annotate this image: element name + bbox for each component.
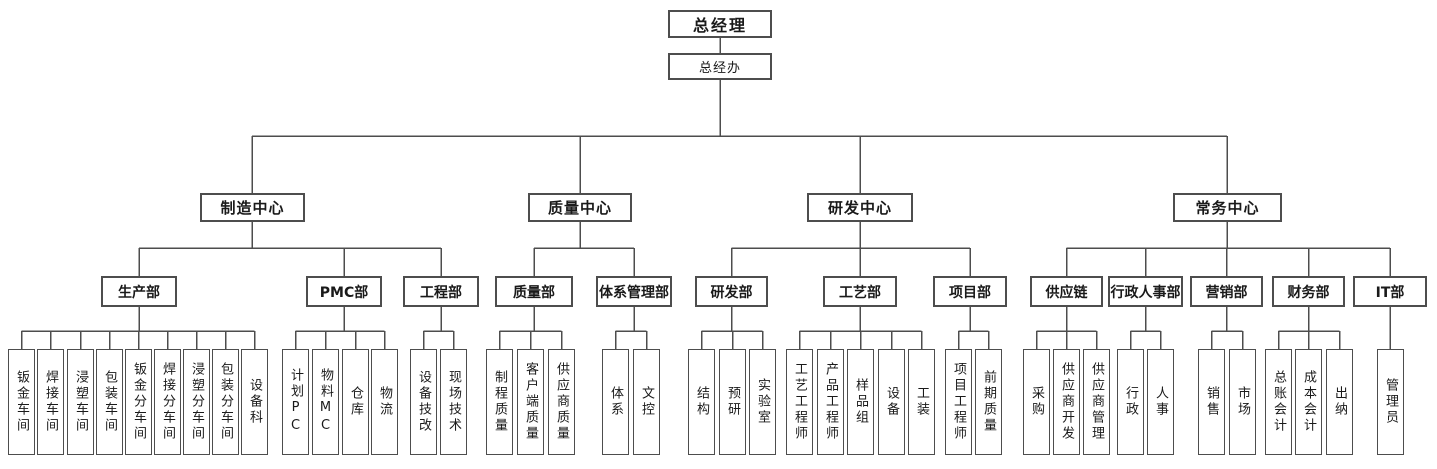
leaf-box: 采购	[1023, 349, 1050, 455]
center-box-quality: 质量中心	[528, 193, 632, 222]
leaf-box: 包装分车间	[212, 349, 239, 455]
leaf-box: 现场技术	[440, 349, 467, 455]
leaf-box: 出纳	[1326, 349, 1353, 455]
leaf-box: 仓库	[342, 349, 369, 455]
leaf-box: 供应商质量	[548, 349, 575, 455]
leaf-box: 成本会计	[1295, 349, 1322, 455]
leaf-box: 实验室	[749, 349, 776, 455]
leaf-box: 钣金分车间	[125, 349, 152, 455]
center-box-manufacturing: 制造中心	[200, 193, 305, 222]
dept-box-it: IT部	[1353, 276, 1427, 307]
dept-box-quality: 质量部	[495, 276, 573, 307]
leaf-box: 客户端质量	[517, 349, 544, 455]
leaf-box: 设备	[878, 349, 905, 455]
leaf-box: 计划PC	[282, 349, 309, 455]
leaf-box: 工艺工程师	[786, 349, 813, 455]
leaf-box: 焊接车间	[37, 349, 64, 455]
leaf-box: 工装	[908, 349, 935, 455]
leaf-box: 体系	[602, 349, 629, 455]
center-box-rnd: 研发中心	[807, 193, 913, 222]
leaf-box: 包装车间	[96, 349, 123, 455]
dept-box-project: 项目部	[933, 276, 1007, 307]
leaf-box: 制程质量	[486, 349, 513, 455]
root-box-general-manager: 总经理	[668, 10, 772, 38]
leaf-box: 结构	[688, 349, 715, 455]
dept-box-pmc: PMC部	[306, 276, 382, 307]
leaf-box: 样品组	[847, 349, 874, 455]
leaf-box: 设备技改	[410, 349, 437, 455]
dept-box-engineering: 工程部	[403, 276, 479, 307]
center-box-general-affairs: 常务中心	[1173, 193, 1282, 222]
leaf-box: 文控	[633, 349, 660, 455]
leaf-box: 总账会计	[1265, 349, 1292, 455]
leaf-box: 供应商开发	[1053, 349, 1080, 455]
dept-box-hr-admin: 行政人事部	[1108, 276, 1183, 307]
leaf-box: 钣金车间	[8, 349, 35, 455]
leaf-box: 物流	[371, 349, 398, 455]
leaf-box: 行政	[1117, 349, 1144, 455]
leaf-box: 市场	[1229, 349, 1256, 455]
leaf-box: 人事	[1147, 349, 1174, 455]
leaf-box: 管理员	[1377, 349, 1404, 455]
leaf-box: 项目工程师	[945, 349, 972, 455]
dept-box-marketing: 营销部	[1190, 276, 1263, 307]
leaf-box: 焊接分车间	[154, 349, 181, 455]
leaf-box: 浸塑车间	[67, 349, 94, 455]
office-box-gm-office: 总经办	[668, 53, 772, 80]
leaf-box: 预研	[719, 349, 746, 455]
dept-box-finance: 财务部	[1272, 276, 1345, 307]
leaf-box: 产品工程师	[817, 349, 844, 455]
leaf-box: 供应商管理	[1083, 349, 1110, 455]
dept-box-system-mgmt: 体系管理部	[596, 276, 672, 307]
leaf-box: 浸塑分车间	[183, 349, 210, 455]
dept-box-rnd: 研发部	[695, 276, 768, 307]
leaf-box: 物料MC	[312, 349, 339, 455]
leaf-box: 销售	[1198, 349, 1225, 455]
dept-box-production: 生产部	[101, 276, 177, 307]
leaf-box: 设备科	[241, 349, 268, 455]
dept-box-process: 工艺部	[823, 276, 897, 307]
dept-box-supply-chain: 供应链	[1030, 276, 1103, 307]
leaf-box: 前期质量	[975, 349, 1002, 455]
